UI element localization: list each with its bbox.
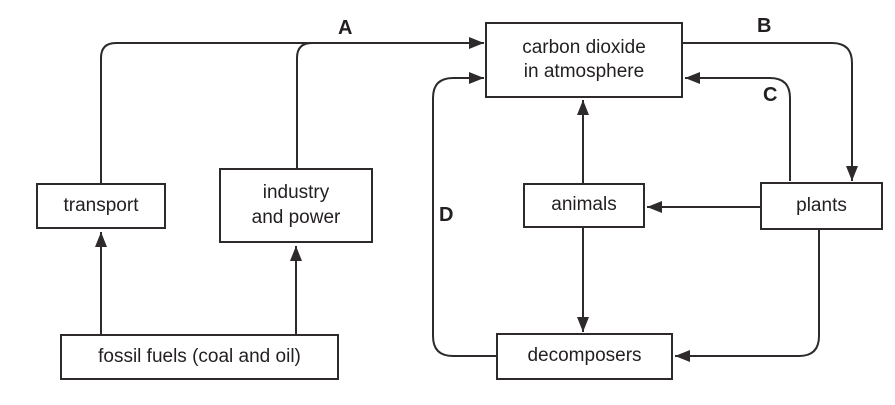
node-carbon-dioxide-in-atmosphere: carbon dioxide in atmosphere [485,22,683,98]
arrow-decomposers-to-co2 [432,72,496,357]
node-transport: transport [36,183,166,229]
node-industry-and-power: industry and power [219,168,373,243]
node-animals: animals [523,183,645,228]
arrow-transport-to-co2 [100,37,484,183]
line-industry-join [296,42,313,168]
edge-label-a: A [338,17,353,39]
node-decomposers: decomposers [496,333,673,380]
edge-label-d: D [439,204,454,226]
edge-label-c: C [763,84,778,106]
arrow-plants-to-co2 [685,72,791,181]
node-plants: plants [760,182,883,230]
arrow-plants-to-decomposers [675,230,820,362]
node-fossil-fuels: fossil fuels (coal and oil) [60,334,339,380]
arrow-co2-to-plants [683,42,858,181]
edge-label-b: B [757,15,772,37]
